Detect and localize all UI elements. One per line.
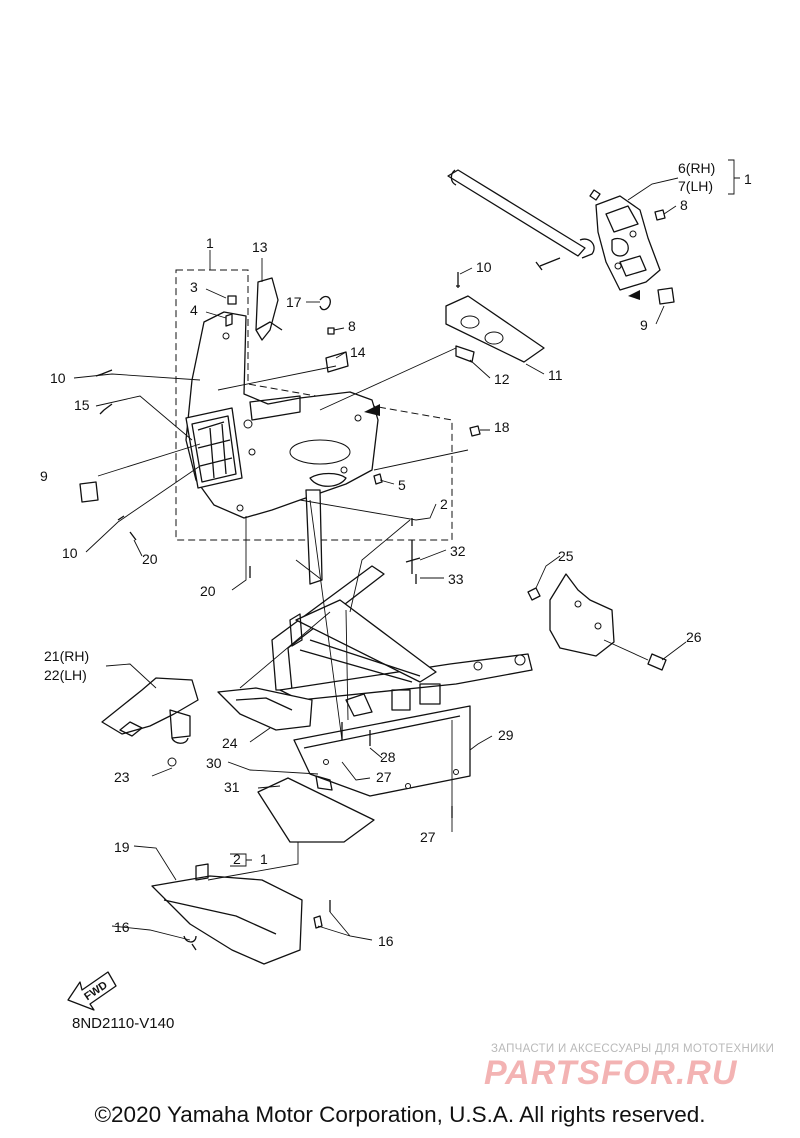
callout-19: 19 [114,839,130,855]
callout-15: 15 [74,397,90,413]
plate-29 [293,705,471,797]
callout-17: 17 [286,294,302,310]
callout-11: 11 [548,367,563,383]
callout-27-b: 27 [420,829,436,845]
callout-1-right: 1 [744,171,752,187]
callout-22lh: 22(LH) [44,667,87,683]
callout-10-a: 10 [50,370,66,386]
bracket-25 [527,573,667,671]
plate-31 [257,775,375,843]
callout-12: 12 [494,371,510,387]
callout-8-left: 8 [348,318,356,334]
callout-32: 32 [450,543,466,559]
callout-14: 14 [350,344,366,360]
callout-27-a: 27 [376,769,392,785]
callout-24: 24 [222,735,238,751]
callout-2-low: 2 [233,851,241,867]
callout-23: 23 [114,769,130,785]
callout-10-c: 10 [476,259,492,275]
skid-plate-19 [151,863,323,965]
callout-33: 33 [448,571,464,587]
main-frame [271,489,533,717]
fwd-arrow: FWD [67,971,117,1011]
callout-20-a: 20 [142,551,158,567]
watermark-tagline: ЗАПЧАСТИ И АКСЕССУАРЫ ДЛЯ МОТОТЕХНИКИ [491,1043,775,1055]
callout-20-b: 20 [200,583,216,599]
leader-lines [73,159,740,941]
callout-labels: 1 3 4 13 17 8 14 10 15 9 10 20 20 18 5 2… [40,160,752,949]
callout-26: 26 [686,629,702,645]
steering-arm-assembly [447,169,675,305]
plate-11 [445,272,545,363]
callout-1-low: 1 [260,851,268,867]
callout-25: 25 [558,548,574,564]
diagram-id: 8ND2110-V140 [72,1015,175,1032]
callout-3: 3 [190,279,198,295]
callout-5: 5 [398,477,406,493]
callout-30: 30 [206,755,222,771]
callout-6rh: 6(RH) [678,160,715,176]
callout-29: 29 [498,727,514,743]
callout-10-b: 10 [62,545,78,561]
callout-2-mid: 2 [440,496,448,512]
callout-16-b: 16 [378,933,394,949]
callout-13: 13 [252,239,268,255]
callout-7lh: 7(LH) [678,178,713,194]
front-panel-assembly [79,269,481,541]
guard-24 [217,687,313,731]
callout-16-a: 16 [114,919,130,935]
watermark-logo: PARTSFOR.RU [484,1054,738,1092]
copyright-notice: ©2020 Yamaha Motor Corporation, U.S.A. A… [94,1102,706,1127]
callout-1: 1 [206,235,214,251]
callout-9-left: 9 [40,468,48,484]
callout-18: 18 [494,419,510,435]
callout-21rh: 21(RH) [44,648,89,664]
callout-28: 28 [380,749,396,765]
callout-4: 4 [190,302,198,318]
bracket-21-22 [101,677,199,767]
callout-9-right: 9 [640,317,648,333]
callout-31: 31 [224,779,240,795]
callout-8-right: 8 [680,197,688,213]
